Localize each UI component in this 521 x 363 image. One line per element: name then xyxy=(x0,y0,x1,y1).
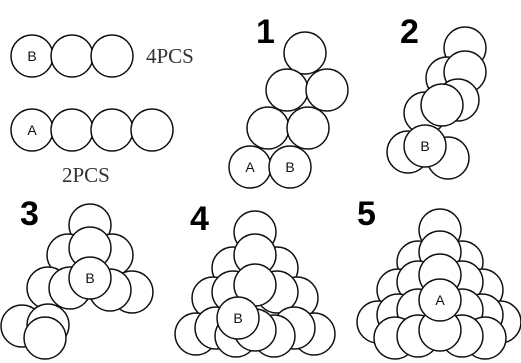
ball xyxy=(403,124,447,168)
step-1-label-a: A xyxy=(245,159,255,175)
step-2-figure: B xyxy=(386,26,487,180)
ball xyxy=(268,145,312,189)
step-4-label-b: B xyxy=(233,310,242,326)
step-5-number: 5 xyxy=(357,195,376,233)
ball xyxy=(265,68,309,112)
ball xyxy=(420,83,464,127)
part-b-label: B xyxy=(27,48,36,64)
step-1-label-b: B xyxy=(285,159,294,175)
step-3-figure: B xyxy=(0,203,154,360)
ball xyxy=(130,108,174,152)
ball xyxy=(286,106,330,150)
ball xyxy=(418,278,462,322)
ball xyxy=(50,34,94,78)
step-3-label-b: B xyxy=(85,270,94,286)
ball xyxy=(23,316,67,360)
step-2-number: 2 xyxy=(400,13,419,51)
part-a-label: A xyxy=(27,122,37,138)
ball xyxy=(246,106,290,150)
ball xyxy=(216,296,260,340)
step-3-number: 3 xyxy=(20,195,39,233)
step-4-figure: B xyxy=(174,210,336,358)
part-b-rod: B xyxy=(10,34,134,78)
step-2-label-b: B xyxy=(420,138,429,154)
ball xyxy=(283,31,327,75)
part-b-quantity: 4PCS xyxy=(146,44,194,68)
ball xyxy=(50,108,94,152)
step-4-number: 4 xyxy=(190,200,209,238)
step-5-label-a: A xyxy=(435,292,445,308)
ball xyxy=(305,68,349,112)
ball xyxy=(90,34,134,78)
part-a-rod: A xyxy=(10,108,174,152)
ball xyxy=(68,256,112,300)
step-1-figure: A B xyxy=(228,31,349,189)
step-1-number: 1 xyxy=(256,13,275,51)
ball xyxy=(90,108,134,152)
step-5-figure: A xyxy=(356,208,521,360)
part-a-quantity: 2PCS xyxy=(62,163,110,187)
